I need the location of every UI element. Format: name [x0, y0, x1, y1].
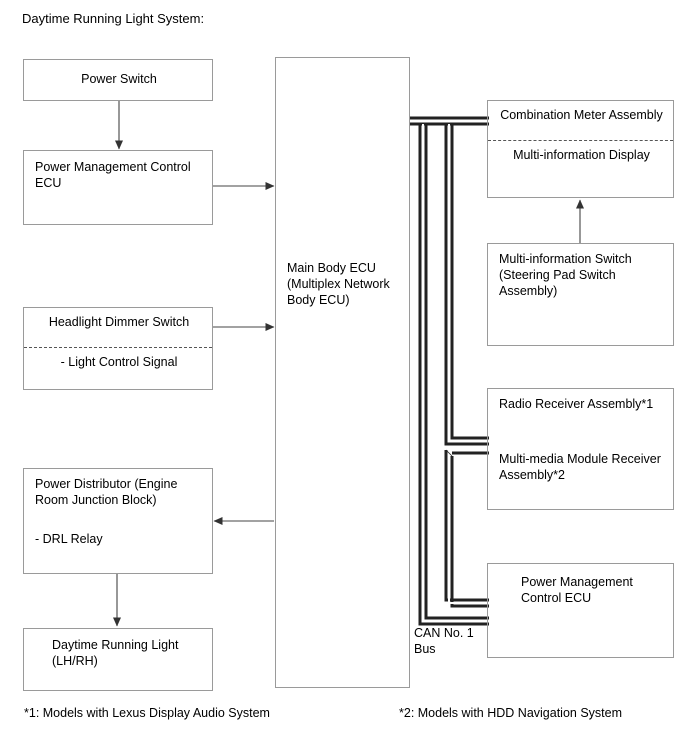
box-power-management-control-ecu-left-label: Power Management Control ECU — [35, 160, 191, 190]
box-power-distributor-sub-label: - DRL Relay — [35, 532, 103, 546]
combination-meter-divider — [488, 140, 673, 141]
box-power-switch-label: Power Switch — [81, 72, 157, 86]
box-main-body-ecu[interactable]: Main Body ECU (Multiplex Network Body EC… — [275, 57, 410, 688]
box-multi-information-switch[interactable]: Multi-information Switch (Steering Pad S… — [487, 243, 674, 346]
box-daytime-running-light-label: Daytime Running Light (LH/RH) — [52, 638, 179, 668]
can-bus-outer-branch — [418, 124, 489, 626]
can-bus-inner-branch-lower — [444, 449, 489, 608]
footnote-2: *2: Models with HDD Navigation System — [399, 706, 622, 720]
box-power-switch[interactable]: Power Switch — [23, 59, 213, 101]
page-title: Daytime Running Light System: — [22, 11, 205, 26]
box-multi-information-switch-label: Multi-information Switch (Steering Pad S… — [499, 252, 632, 298]
box-multimedia-module-receiver-assembly-label: Multi-media Module Receiver Assembly*2 — [499, 452, 661, 482]
box-power-distributor[interactable]: Power Distributor (Engine Room Junction … — [23, 468, 213, 574]
can-bus-inner-branch — [444, 124, 489, 446]
box-multi-information-display-label: Multi-information Display — [513, 148, 650, 162]
box-headlight-dimmer-switch-sub-label: - Light Control Signal — [60, 355, 178, 369]
box-radio-receiver-assembly[interactable]: Radio Receiver Assembly*1 Multi-media Mo… — [487, 388, 674, 510]
footnote-1: *1: Models with Lexus Display Audio Syst… — [24, 706, 270, 720]
box-headlight-dimmer-switch[interactable]: Headlight Dimmer Switch - Light Control … — [23, 307, 213, 390]
can-bus-label: CAN No. 1 Bus — [414, 626, 474, 656]
box-combination-meter-assembly-label: Combination Meter Assembly — [500, 108, 663, 122]
box-daytime-running-light[interactable]: Daytime Running Light (LH/RH) — [23, 628, 213, 691]
box-headlight-dimmer-switch-label: Headlight Dimmer Switch — [48, 315, 190, 329]
box-main-body-ecu-label: Main Body ECU (Multiplex Network Body EC… — [287, 261, 390, 307]
box-power-management-control-ecu-right-label: Power Management Control ECU — [521, 575, 633, 605]
box-power-management-control-ecu-right[interactable]: Power Management Control ECU — [487, 563, 674, 658]
can-bus-trunk-stub — [410, 116, 489, 126]
box-combination-meter-assembly[interactable]: Combination Meter Assembly Multi-informa… — [487, 100, 674, 198]
box-power-management-control-ecu-left[interactable]: Power Management Control ECU — [23, 150, 213, 225]
headlight-dimmer-divider — [24, 347, 212, 348]
box-radio-receiver-assembly-label: Radio Receiver Assembly*1 — [499, 397, 654, 411]
box-power-distributor-label: Power Distributor (Engine Room Junction … — [35, 477, 178, 507]
